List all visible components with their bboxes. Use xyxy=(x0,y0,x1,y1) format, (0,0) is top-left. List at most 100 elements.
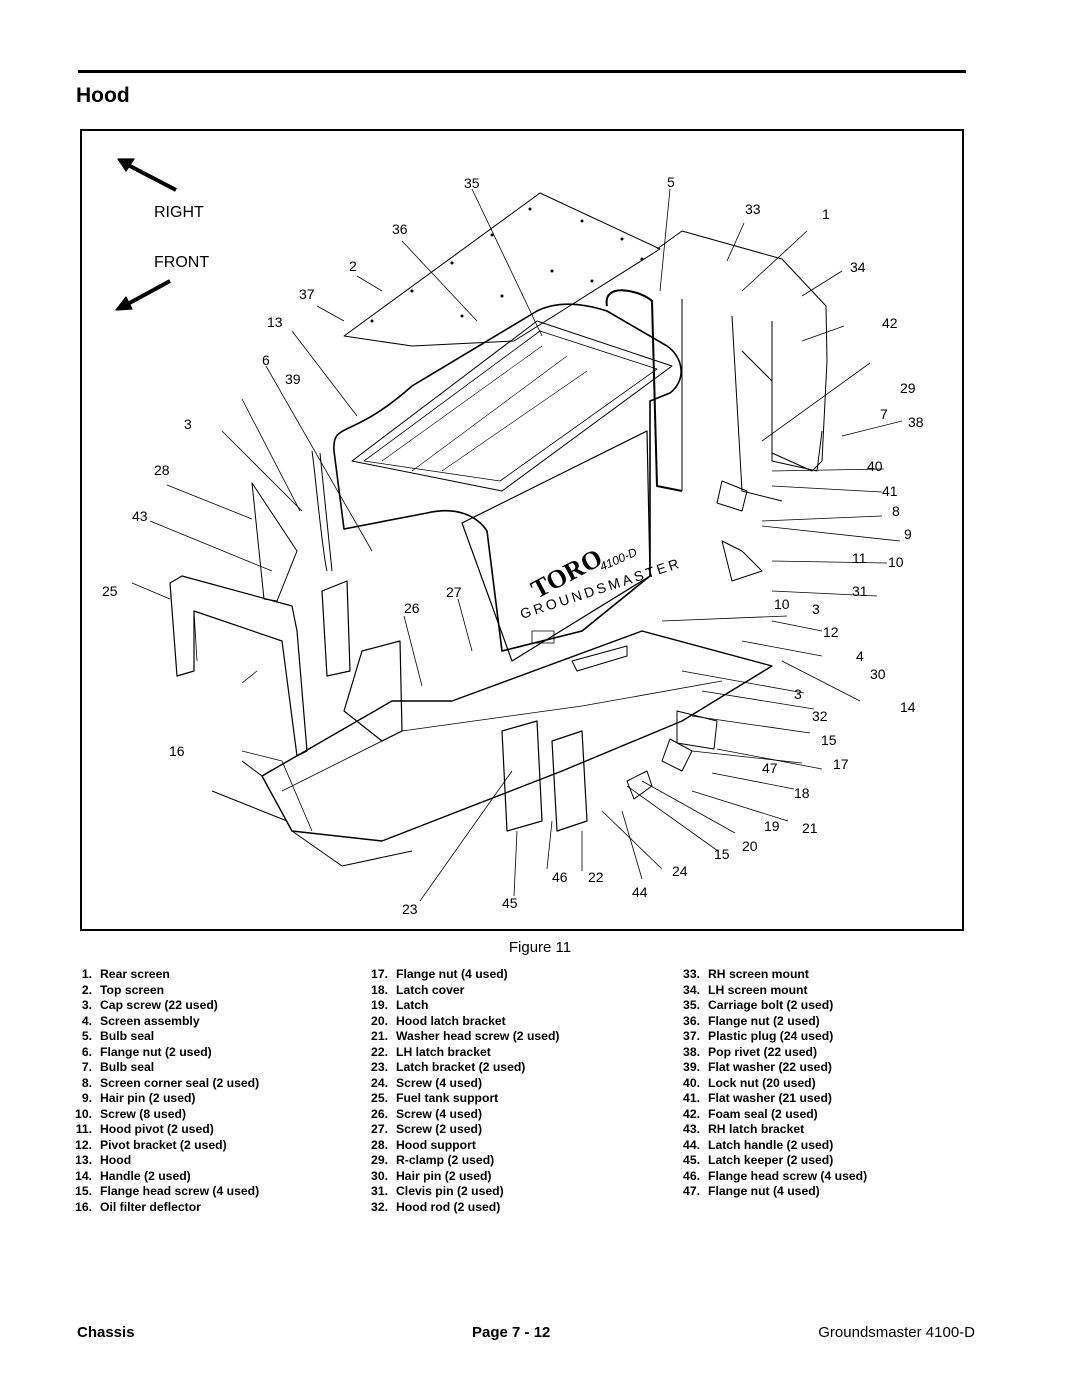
legend-item: 30. Hair pin (2 used) xyxy=(364,1169,559,1185)
callout-number: 26 xyxy=(404,600,420,616)
legend-item-number: 6. xyxy=(81,1044,92,1059)
legend-item-label: Washer head screw (2 used) xyxy=(396,1029,560,1043)
legend-item-label: Flat washer (21 used) xyxy=(708,1091,832,1105)
legend-item-label: Hood latch bracket xyxy=(396,1013,506,1028)
legend-item-label: RH screen mount xyxy=(708,967,809,981)
callout-number: 15 xyxy=(714,846,730,862)
callout-number: 29 xyxy=(900,380,916,396)
legend-item-label: Carriage bolt (2 used) xyxy=(708,998,834,1012)
legend-item: 40.Lock nut (20 used) xyxy=(676,1076,867,1092)
callout-number: 6 xyxy=(262,352,270,368)
callout-number: 10 xyxy=(774,596,790,612)
legend-item-number: 24. xyxy=(371,1075,388,1090)
legend-item-label: Flat washer (22 used) xyxy=(708,1060,832,1074)
legend-item-number: 21. xyxy=(371,1029,388,1043)
right-arrow-icon xyxy=(117,158,177,192)
legend-item-number: 31. xyxy=(371,1184,388,1198)
callout-number: 8 xyxy=(892,503,900,519)
legend-item-number: 30. xyxy=(371,1168,388,1183)
callout-number: 17 xyxy=(833,756,849,772)
legend-item-number: 19. xyxy=(371,998,388,1012)
legend-item-number: 4. xyxy=(81,1013,92,1028)
legend-item: 28.Hood support xyxy=(364,1138,559,1154)
legend-item: 35.Carriage bolt (2 used) xyxy=(676,998,867,1014)
legend-item-number: 7. xyxy=(81,1060,92,1074)
legend-item-number: 36. xyxy=(683,1013,700,1028)
legend-item-number: 18. xyxy=(371,982,388,997)
legend-item-number: 12. xyxy=(75,1137,92,1152)
callout-number: 45 xyxy=(502,895,518,911)
screen-mount-lh xyxy=(771,321,823,472)
legend-item-number: 44. xyxy=(683,1137,700,1152)
legend-item-label: Pop rivet (22 used) xyxy=(708,1044,818,1059)
legend-item: 10.Screw (8 used) xyxy=(68,1107,259,1123)
callout-number: 23 xyxy=(402,901,418,917)
legend-item-label: Clevis pin (2 used) xyxy=(396,1184,504,1198)
legend-item-label: Flange nut (4 used) xyxy=(396,967,508,981)
legend-item-label: Foam seal (2 used) xyxy=(708,1106,818,1121)
figure-caption: Figure 11 xyxy=(508,939,572,956)
callout-number: 31 xyxy=(852,583,868,599)
legend-item-number: 39. xyxy=(683,1060,700,1074)
callout-number: 36 xyxy=(392,221,408,237)
legend-item: 22.LH latch bracket xyxy=(364,1045,559,1061)
legend-item-number: 45. xyxy=(683,1153,700,1167)
orientation-right-label: RIGHT xyxy=(154,204,204,221)
screen-mount-rh xyxy=(605,289,683,492)
legend-item-number: 40. xyxy=(683,1075,700,1090)
legend-item-label: Handle (2 used) xyxy=(100,1168,191,1183)
legend-item-label: Screen corner seal (2 used) xyxy=(100,1075,260,1090)
legend-item-number: 33. xyxy=(683,967,700,981)
rear-post xyxy=(501,720,543,832)
legend-item-number: 5. xyxy=(81,1029,92,1043)
callout-number: 39 xyxy=(285,371,301,387)
callout-number: 3 xyxy=(184,416,192,432)
legend-item-label: LH screen mount xyxy=(708,982,808,997)
legend-item-number: 16. xyxy=(75,1199,92,1214)
legend-item-label: Fuel tank support xyxy=(396,1091,499,1105)
callout-number: 34 xyxy=(850,259,866,275)
legend-item: 45. Latch keeper (2 used) xyxy=(676,1153,867,1169)
front-arrow-icon xyxy=(115,279,171,311)
legend-item: 14.Handle (2 used) xyxy=(68,1169,259,1185)
legend-item: 46.Flange head screw (4 used) xyxy=(676,1169,867,1185)
legend-item: 33. RH screen mount xyxy=(676,967,867,983)
legend-item-number: 28. xyxy=(371,1137,388,1152)
legend-item-label: Latch handle (2 used) xyxy=(708,1137,834,1152)
legend-item-label: Latch cover xyxy=(396,982,465,997)
legend-item: 3.Cap screw (22 used) xyxy=(68,998,259,1014)
legend-item: 4. Screen assembly xyxy=(68,1014,259,1030)
callout-number: 4 xyxy=(856,648,864,664)
legend-item-label: Flange head screw (4 used) xyxy=(708,1168,868,1183)
callout-number: 19 xyxy=(764,818,780,834)
legend-item-number: 1. xyxy=(81,967,92,981)
legend-item: 17.Flange nut (4 used) xyxy=(364,967,559,983)
legend-item-number: 41. xyxy=(683,1091,700,1105)
exploded-view-figure: TORO GROUNDSMASTER 4100-D xyxy=(80,129,964,931)
callout-number: 9 xyxy=(904,526,912,542)
callout-number: 3 xyxy=(812,601,820,617)
legend-item: 21. Washer head screw (2 used) xyxy=(364,1029,559,1045)
legend-item: 20.Hood latch bracket xyxy=(364,1014,559,1030)
legend-item-number: 10. xyxy=(75,1106,92,1121)
callout-number: 2 xyxy=(349,258,357,274)
legend-item-label: Hair pin (2 used) xyxy=(396,1168,492,1183)
legend-item-label: R-clamp (2 used) xyxy=(396,1153,495,1167)
callout-number: 13 xyxy=(267,314,283,330)
legend-item-number: 11. xyxy=(75,1122,92,1136)
legend-item-label: Screen assembly xyxy=(100,1013,200,1028)
legend-item: 29.R-clamp (2 used) xyxy=(364,1153,559,1169)
legend-item-label: Rear screen xyxy=(100,967,170,981)
legend-item-label: Latch keeper (2 used) xyxy=(708,1153,834,1167)
legend-item-number: 34. xyxy=(683,982,700,997)
legend-item: 31. Clevis pin (2 used) xyxy=(364,1184,559,1200)
center-post xyxy=(343,640,403,742)
callout-number: 10 xyxy=(888,554,904,570)
callout-number: 12 xyxy=(823,624,839,640)
callout-number: 46 xyxy=(552,869,568,885)
page-title: Hood xyxy=(76,84,130,107)
orientation-front-label: FRONT xyxy=(154,254,209,271)
legend-item-label: Hood xyxy=(100,1153,132,1167)
